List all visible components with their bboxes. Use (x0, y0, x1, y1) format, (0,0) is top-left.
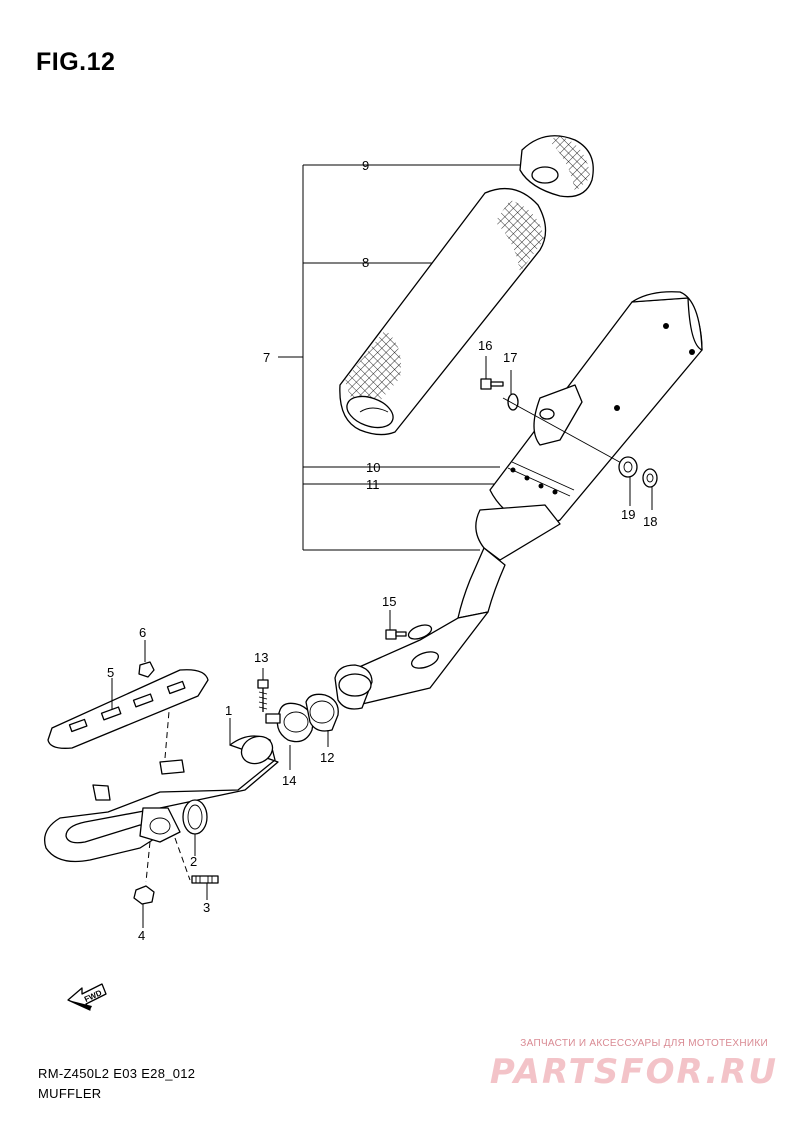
exhaust-pipe-part-1 (43, 699, 279, 863)
callout-4: 4 (138, 928, 145, 943)
group-name: MUFFLER (38, 1086, 102, 1101)
heat-shield-part-5 (47, 669, 209, 749)
bolt-part-15 (385, 610, 407, 640)
muffler-body (334, 291, 703, 710)
washer-part-17 (507, 370, 519, 411)
callout-labels: 1 2 3 4 5 6 7 8 9 10 11 12 13 14 15 16 1… (107, 158, 657, 943)
clamp-part-14 (265, 702, 314, 770)
gasket-part-12 (305, 693, 339, 747)
callout-6: 6 (139, 625, 146, 640)
callout-13: 13 (254, 650, 268, 665)
callout-19: 19 (621, 507, 635, 522)
grommet-part-19 (618, 456, 638, 506)
callout-7: 7 (263, 350, 270, 365)
screw-part-6 (138, 640, 155, 678)
callout-10: 10 (366, 460, 380, 475)
watermark-subtitle: ЗАПЧАСТИ И АКСЕССУАРЫ ДЛЯ МОТОТЕХНИКИ (520, 1038, 768, 1049)
callout-18: 18 (643, 514, 657, 529)
bolt-part-16 (480, 356, 504, 390)
callout-11: 11 (366, 477, 380, 492)
watermark-brand: PARTSFOR.RU (489, 1052, 778, 1092)
assembly-bracket-7 (278, 164, 520, 551)
nut-part-4 (133, 885, 155, 928)
silencer-sleeve-part-8 (339, 187, 547, 436)
forward-direction-arrow: FWD (67, 983, 107, 1011)
gasket-part-2 (182, 799, 208, 856)
callout-12: 12 (320, 750, 334, 765)
stud-bolt-part-3 (191, 875, 219, 900)
model-code: RM-Z450L2 E03 E28_012 (38, 1066, 196, 1081)
callout-5: 5 (107, 665, 114, 680)
callout-15: 15 (382, 594, 396, 609)
flange-clamp (139, 807, 191, 883)
callout-9: 9 (362, 158, 369, 173)
figure-title: FIG.12 (36, 48, 116, 76)
bolt-part-13 (257, 668, 269, 712)
callout-2: 2 (190, 854, 197, 869)
callout-8: 8 (362, 255, 369, 270)
callout-1: 1 (225, 703, 232, 718)
callout-3: 3 (203, 900, 210, 915)
collar-part-18 (642, 468, 658, 510)
fwd-label: FWD (83, 988, 104, 1004)
callout-17: 17 (503, 350, 517, 365)
callout-16: 16 (478, 338, 492, 353)
callout-14: 14 (282, 773, 296, 788)
end-cap-part-9 (519, 135, 594, 198)
